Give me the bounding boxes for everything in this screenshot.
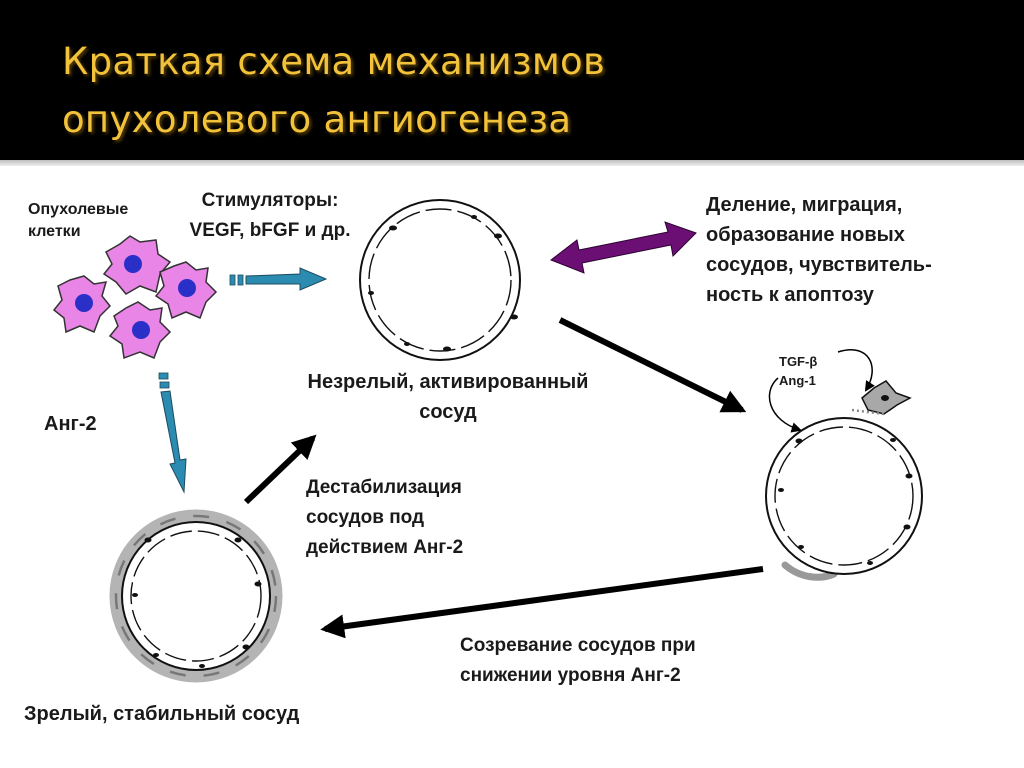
tgf-ang1-label: TGF-β Ang-1	[779, 354, 818, 388]
title-divider	[0, 160, 1024, 166]
destabilization-label: Дестабилизация сосудов под действием Анг…	[306, 477, 464, 558]
ang1-curved-arrow	[837, 349, 875, 392]
division-migration-label: Деление, миграция, образование новых сос…	[706, 194, 932, 306]
blood-vessel-icon	[765, 417, 923, 581]
ang2-label: Анг-2	[44, 413, 97, 435]
immature-vessel-label: Незрелый, активированный сосуд	[307, 371, 589, 423]
maturation-arrow	[320, 566, 764, 639]
blood-vessel-icon	[359, 199, 521, 361]
stimulus-arrow	[229, 267, 328, 291]
tumor-cell-icon	[154, 261, 218, 320]
tumor-cell-icon	[108, 301, 172, 360]
blood-vessel-icon	[109, 509, 283, 683]
stimulators-label: Стимуляторы: VEGF, bFGF и др.	[189, 190, 351, 241]
destabilization-arrow	[243, 434, 317, 505]
mature-vessel-label: Зрелый, стабильный сосуд	[24, 703, 300, 725]
tumor-cell-icon	[52, 275, 112, 334]
tgf-curved-arrow	[768, 377, 803, 433]
maturation-label: Созревание сосудов при снижении уровня А…	[460, 635, 696, 686]
slide-title-line-2: опухолевого ангиогенеза	[62, 98, 572, 141]
slide-title-line-1: Краткая схема механизмов	[62, 40, 606, 83]
tumor-cells-label: Опухолевые клетки	[28, 201, 129, 240]
vessel-development-arrow	[558, 317, 747, 413]
bidirectional-arrow	[549, 221, 697, 274]
ang2-arrow	[158, 372, 187, 494]
title-bar: Краткая схема механизмов опухолевого анг…	[0, 0, 1024, 160]
pericyte-cell-icon	[851, 380, 912, 416]
tumor-cell-icon	[102, 235, 172, 295]
